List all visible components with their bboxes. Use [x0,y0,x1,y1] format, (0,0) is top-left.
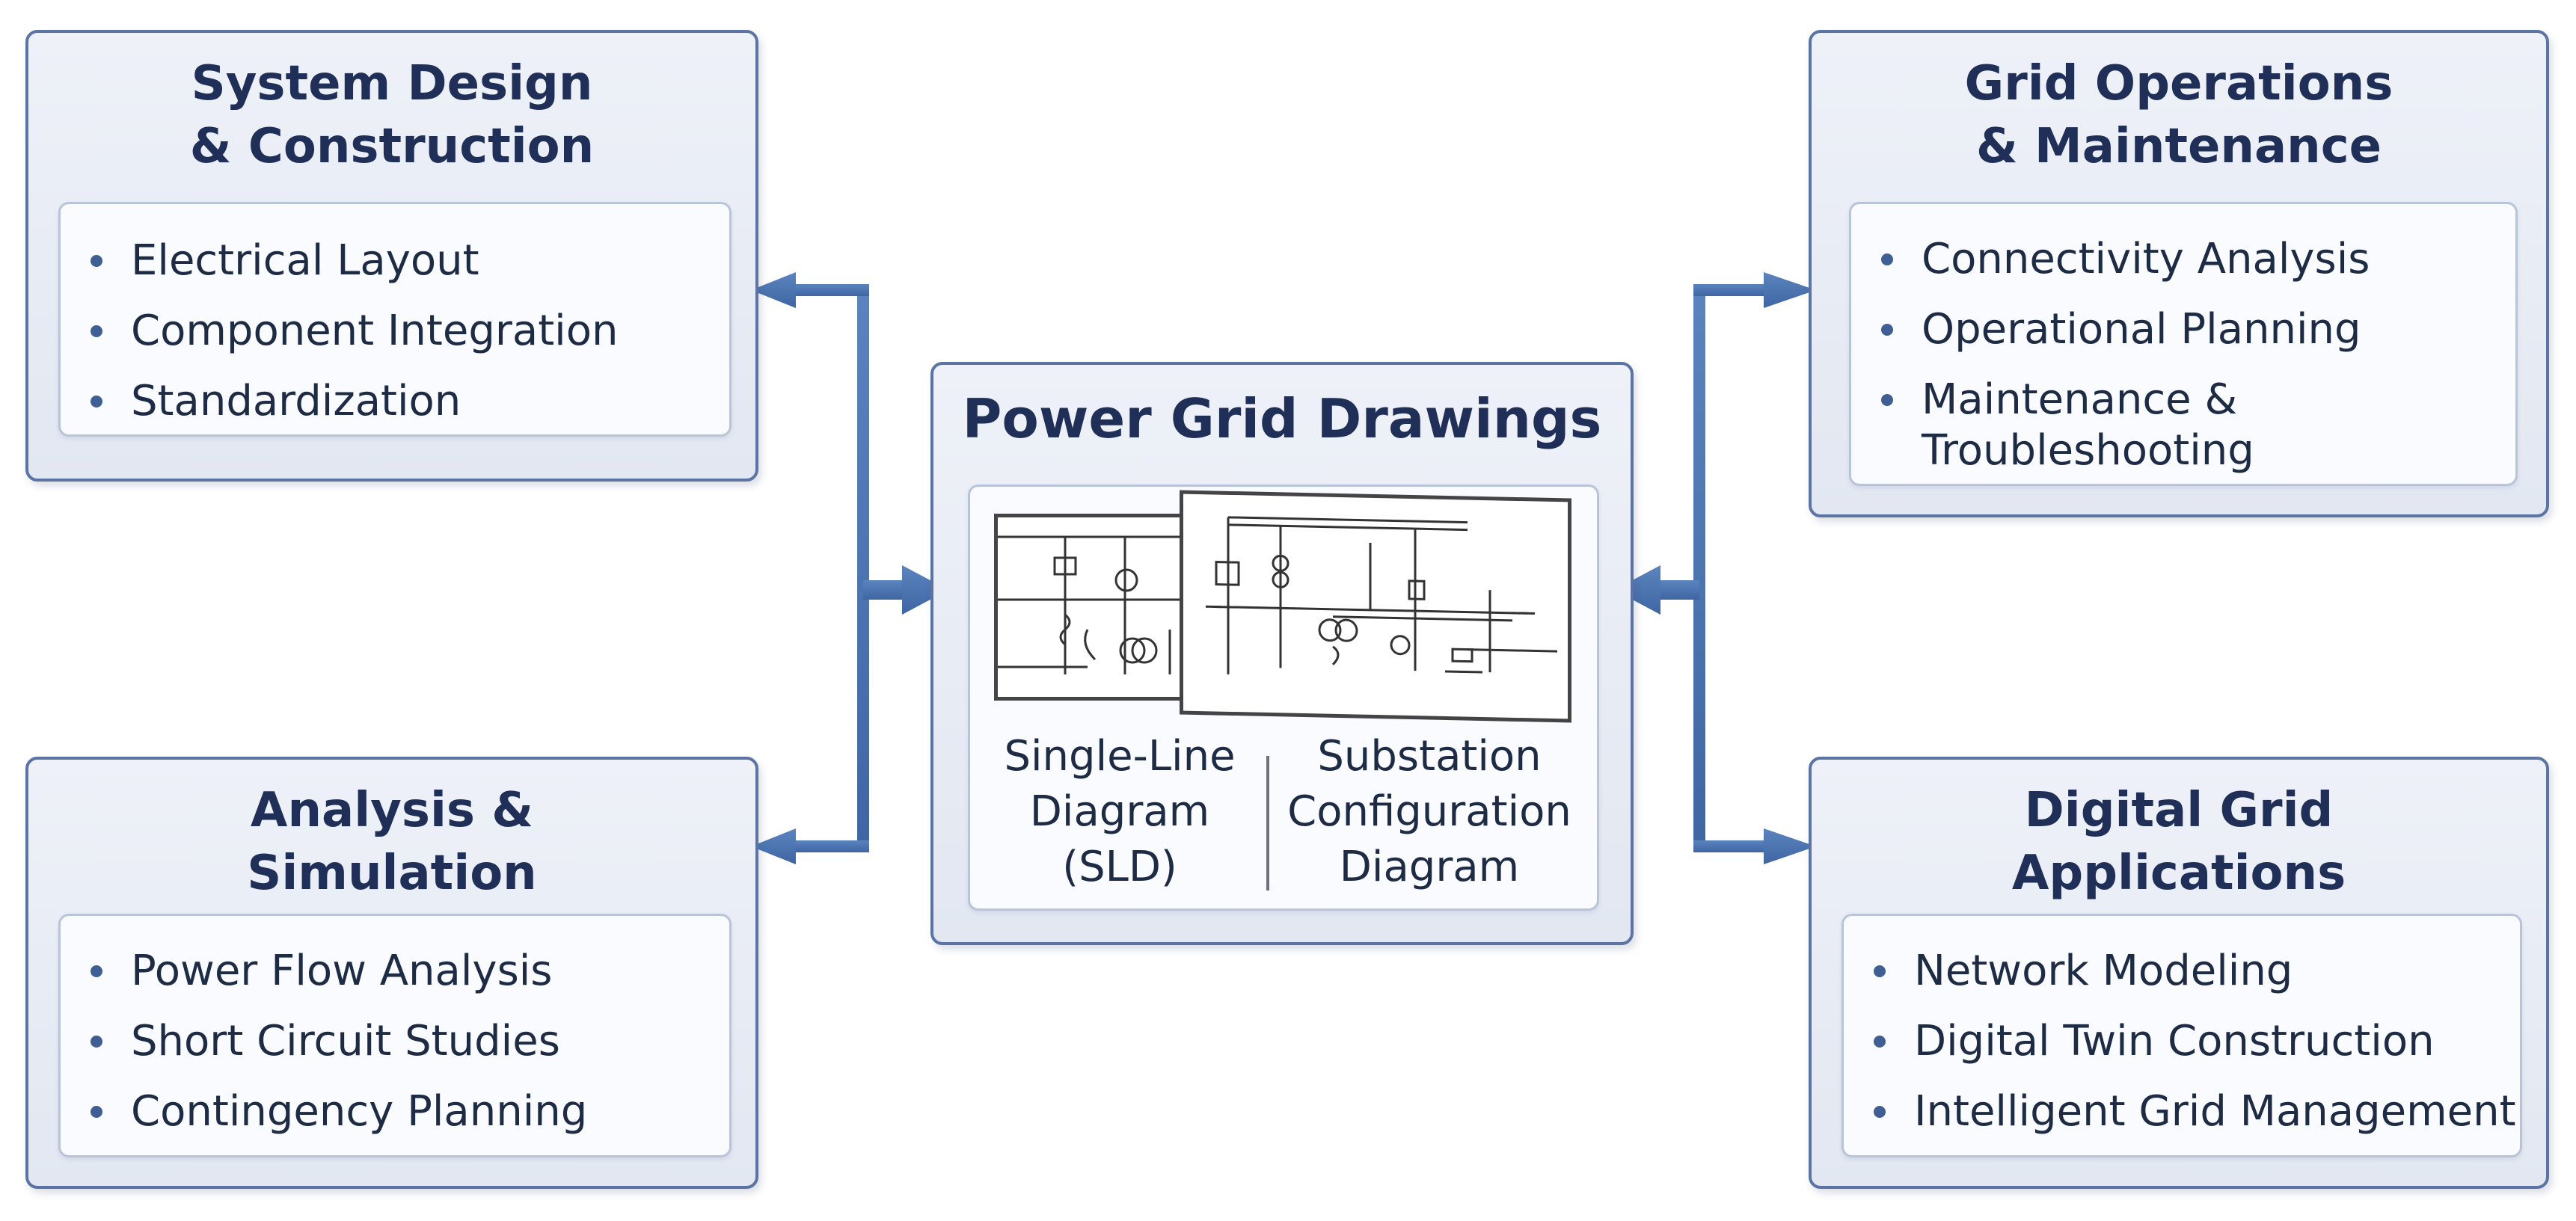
power-grid-drawings-box: Power Grid Drawings [930,362,1634,945]
list-item: Intelligent Grid Management [1844,1086,2520,1137]
list-item: Connectivity Analysis [1851,234,2515,285]
system-design-title: System Design & Construction [28,52,755,178]
system-design-box: System Design & Construction Electrical … [25,30,758,482]
caption-line: Diagram [1029,787,1210,836]
title-line: & Construction [189,119,595,174]
list-item-line: Maintenance & [1922,375,2238,424]
list-item-line: Troubleshooting [1922,426,2254,475]
arrow-to-center-left [902,565,948,615]
digital-grid-box: Digital Grid Applications Network Modeli… [1809,757,2549,1189]
caption-line: Diagram [1339,843,1520,891]
grid-operations-box: Grid Operations & Maintenance Connectivi… [1809,30,2549,517]
title-line: System Design [191,56,593,111]
substation-configuration-caption: Substation Configuration Diagram [1272,729,1586,895]
right-connector [1614,272,1816,864]
caption-line: Single-Line [1004,732,1236,781]
caption-line: Substation [1317,732,1542,781]
single-line-diagram-drawing [998,535,1192,674]
digital-grid-title: Digital Grid Applications [1812,779,2546,905]
single-line-diagram-caption: Single-Line Diagram (SLD) [978,729,1262,895]
single-line-diagram-thumbnail [994,514,1196,701]
list-item: Operational Planning [1851,304,2515,355]
caption-line: (SLD) [1062,843,1177,891]
list-item: Short Circuit Studies [61,1016,729,1067]
analysis-simulation-list-panel: Power Flow Analysis Short Circuit Studie… [58,914,732,1157]
list-item: Network Modeling [1844,946,2520,997]
title-line: Simulation [247,846,537,901]
title-line: Applications [2011,846,2346,901]
caption-line: Configuration [1287,787,1571,836]
arrow-to-analysis [751,828,796,864]
power-grid-drawings-title: Power Grid Drawings [962,387,1602,450]
list-item: Component Integration [61,306,729,357]
analysis-simulation-title: Analysis & Simulation [28,779,755,905]
substation-configuration-thumbnail [1180,490,1571,723]
list-item: Power Flow Analysis [61,946,729,997]
list-item: Digital Twin Construction [1844,1016,2520,1067]
arrow-to-digital [1764,828,1816,864]
digital-grid-list-panel: Network Modeling Digital Twin Constructi… [1841,914,2522,1157]
caption-divider [1266,756,1269,891]
analysis-simulation-box: Analysis & Simulation Power Flow Analysi… [25,757,758,1189]
list-item: Maintenance & Troubleshooting [1851,375,2515,476]
system-design-list-panel: Electrical Layout Component Integration … [58,202,732,437]
title-line: Analysis & [250,783,534,838]
arrow-to-center-right [1614,565,1660,615]
title-line: Digital Grid [2024,783,2334,838]
title-line: Grid Operations [1964,56,2393,111]
drawings-panel: Single-Line Diagram (SLD) Substation Con… [968,485,1599,911]
list-item: Electrical Layout [61,236,729,286]
list-item: Standardization [61,376,729,427]
left-connector [751,272,948,864]
substation-configuration-drawing [1206,516,1557,674]
arrow-to-ops [1764,272,1816,308]
grid-operations-list-panel: Connectivity Analysis Operational Planni… [1849,202,2518,486]
grid-operations-title: Grid Operations & Maintenance [1812,52,2546,178]
title-line: & Maintenance [1975,119,2382,174]
list-item: Contingency Planning [61,1086,729,1137]
arrow-to-design [751,272,796,308]
